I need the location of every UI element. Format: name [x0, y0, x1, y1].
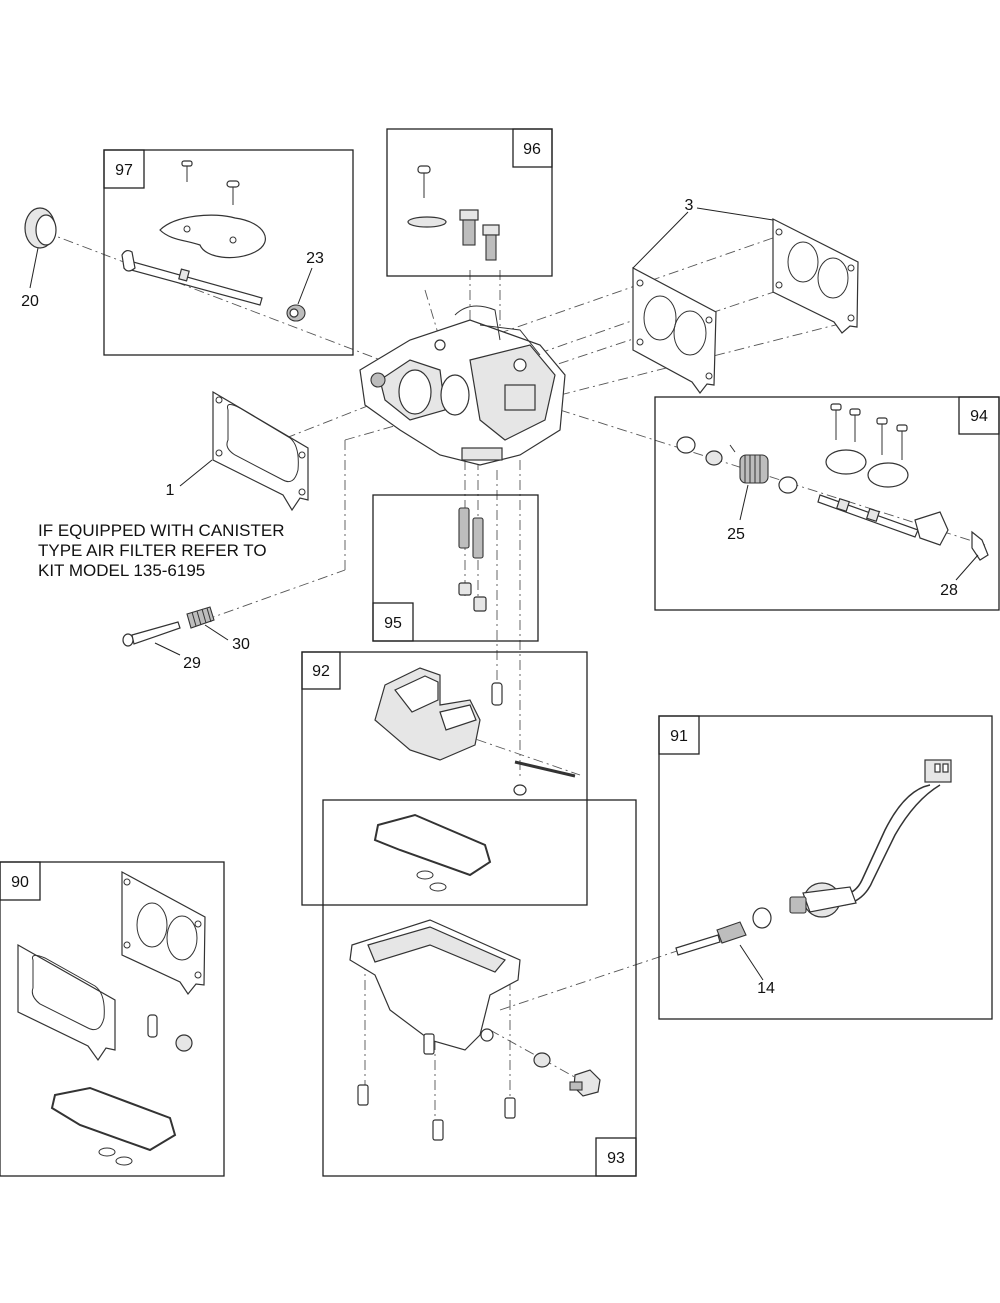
callout-14: 14: [757, 980, 775, 997]
washer-icon: [752, 907, 772, 929]
washer-icon: [676, 436, 696, 454]
callout-30: 30: [232, 636, 250, 653]
canister-filter-note: IF EQUIPPED WITH CANISTER TYPE AIR FILTE…: [38, 521, 285, 580]
jet-icon: [458, 507, 487, 612]
kit-95-label: 95: [384, 615, 402, 632]
washer-icon: [778, 476, 798, 494]
kit-90-label: 90: [11, 874, 29, 891]
spring-icon: [286, 304, 306, 322]
note-line-1: IF EQUIPPED WITH CANISTER: [38, 521, 285, 540]
washer-icon: [533, 1052, 551, 1068]
float-icon: [374, 667, 481, 761]
spring-icon: [716, 921, 747, 944]
callout-28: 28: [940, 582, 958, 599]
choke-plate-icon: [825, 449, 867, 475]
bowl-gasket-icon: [373, 813, 492, 877]
kit-96-label: 96: [523, 141, 541, 158]
jet-icon: [459, 209, 500, 261]
carburetor-body-icon: [359, 305, 566, 466]
o-ring-icon: [429, 882, 447, 892]
screw-icon: [513, 784, 527, 796]
needle-valve-icon: [491, 682, 503, 706]
float-bowl-icon: [349, 919, 521, 1051]
pin-icon: [514, 760, 576, 778]
kit-90-box: 90: [0, 861, 225, 1177]
kit-94-box: 94: [654, 396, 1000, 611]
callout-1: 1: [166, 482, 175, 499]
washer-icon: [175, 1034, 193, 1052]
callouts: 20 23 3 1 25 28 30 29 14: [21, 197, 958, 997]
connector-icon: [924, 759, 952, 783]
washer-icon: [407, 216, 447, 228]
kit-92-box: 92: [301, 651, 588, 906]
gasket-icon: [212, 390, 309, 512]
spring-icon: [729, 444, 769, 484]
screw-icon: [417, 165, 431, 198]
gasket-icon: [772, 218, 859, 334]
clip-icon: [971, 530, 989, 561]
bowl-gasket-icon: [50, 1086, 177, 1152]
kit-92-label: 92: [312, 663, 330, 680]
ring-icon: [24, 207, 57, 249]
callout-25: 25: [727, 526, 745, 543]
kit-93-box: 93: [322, 799, 637, 1177]
spring-icon: [186, 606, 215, 629]
needle-valve-icon: [147, 1014, 158, 1038]
callout-20: 20: [21, 293, 39, 310]
note-line-3: KIT MODEL 135-6195: [38, 561, 205, 580]
kit-96-box: 96: [386, 128, 553, 277]
o-ring-icon: [416, 870, 434, 880]
wire-icon: [839, 784, 941, 906]
screw-icon: [357, 1033, 516, 1141]
o-ring-icon: [115, 1156, 133, 1166]
screw-icon: [830, 403, 908, 460]
gasket-icon: [121, 870, 206, 996]
throttle-shaft-icon: [121, 249, 263, 306]
solenoid-icon: [789, 882, 857, 918]
washer-icon: [705, 450, 723, 466]
screw-icon: [122, 621, 181, 647]
kit-94-label: 94: [970, 408, 988, 425]
kit-95-box: 95: [372, 494, 539, 642]
o-ring-icon: [98, 1147, 116, 1157]
callout-23: 23: [306, 250, 324, 267]
throttle-plate-icon: [159, 214, 266, 259]
gasket-icon: [17, 943, 116, 1062]
callout-3: 3: [685, 197, 694, 214]
kit-97-box: 97: [103, 149, 354, 356]
kit-97-label: 97: [115, 162, 133, 179]
gasket-icon: [632, 267, 717, 394]
kit-91-label: 91: [670, 728, 688, 745]
leader-lines: [29, 207, 979, 981]
note-line-2: TYPE AIR FILTER REFER TO: [38, 541, 267, 560]
kit-91-box: 91: [658, 715, 993, 1020]
callout-29: 29: [183, 655, 201, 672]
screw-icon: [181, 160, 240, 205]
bolt-icon: [569, 1069, 601, 1097]
plunger-icon: [675, 934, 721, 956]
kit-93-label: 93: [607, 1150, 625, 1167]
choke-plate-icon: [867, 462, 909, 488]
choke-shaft-icon: [817, 494, 949, 546]
